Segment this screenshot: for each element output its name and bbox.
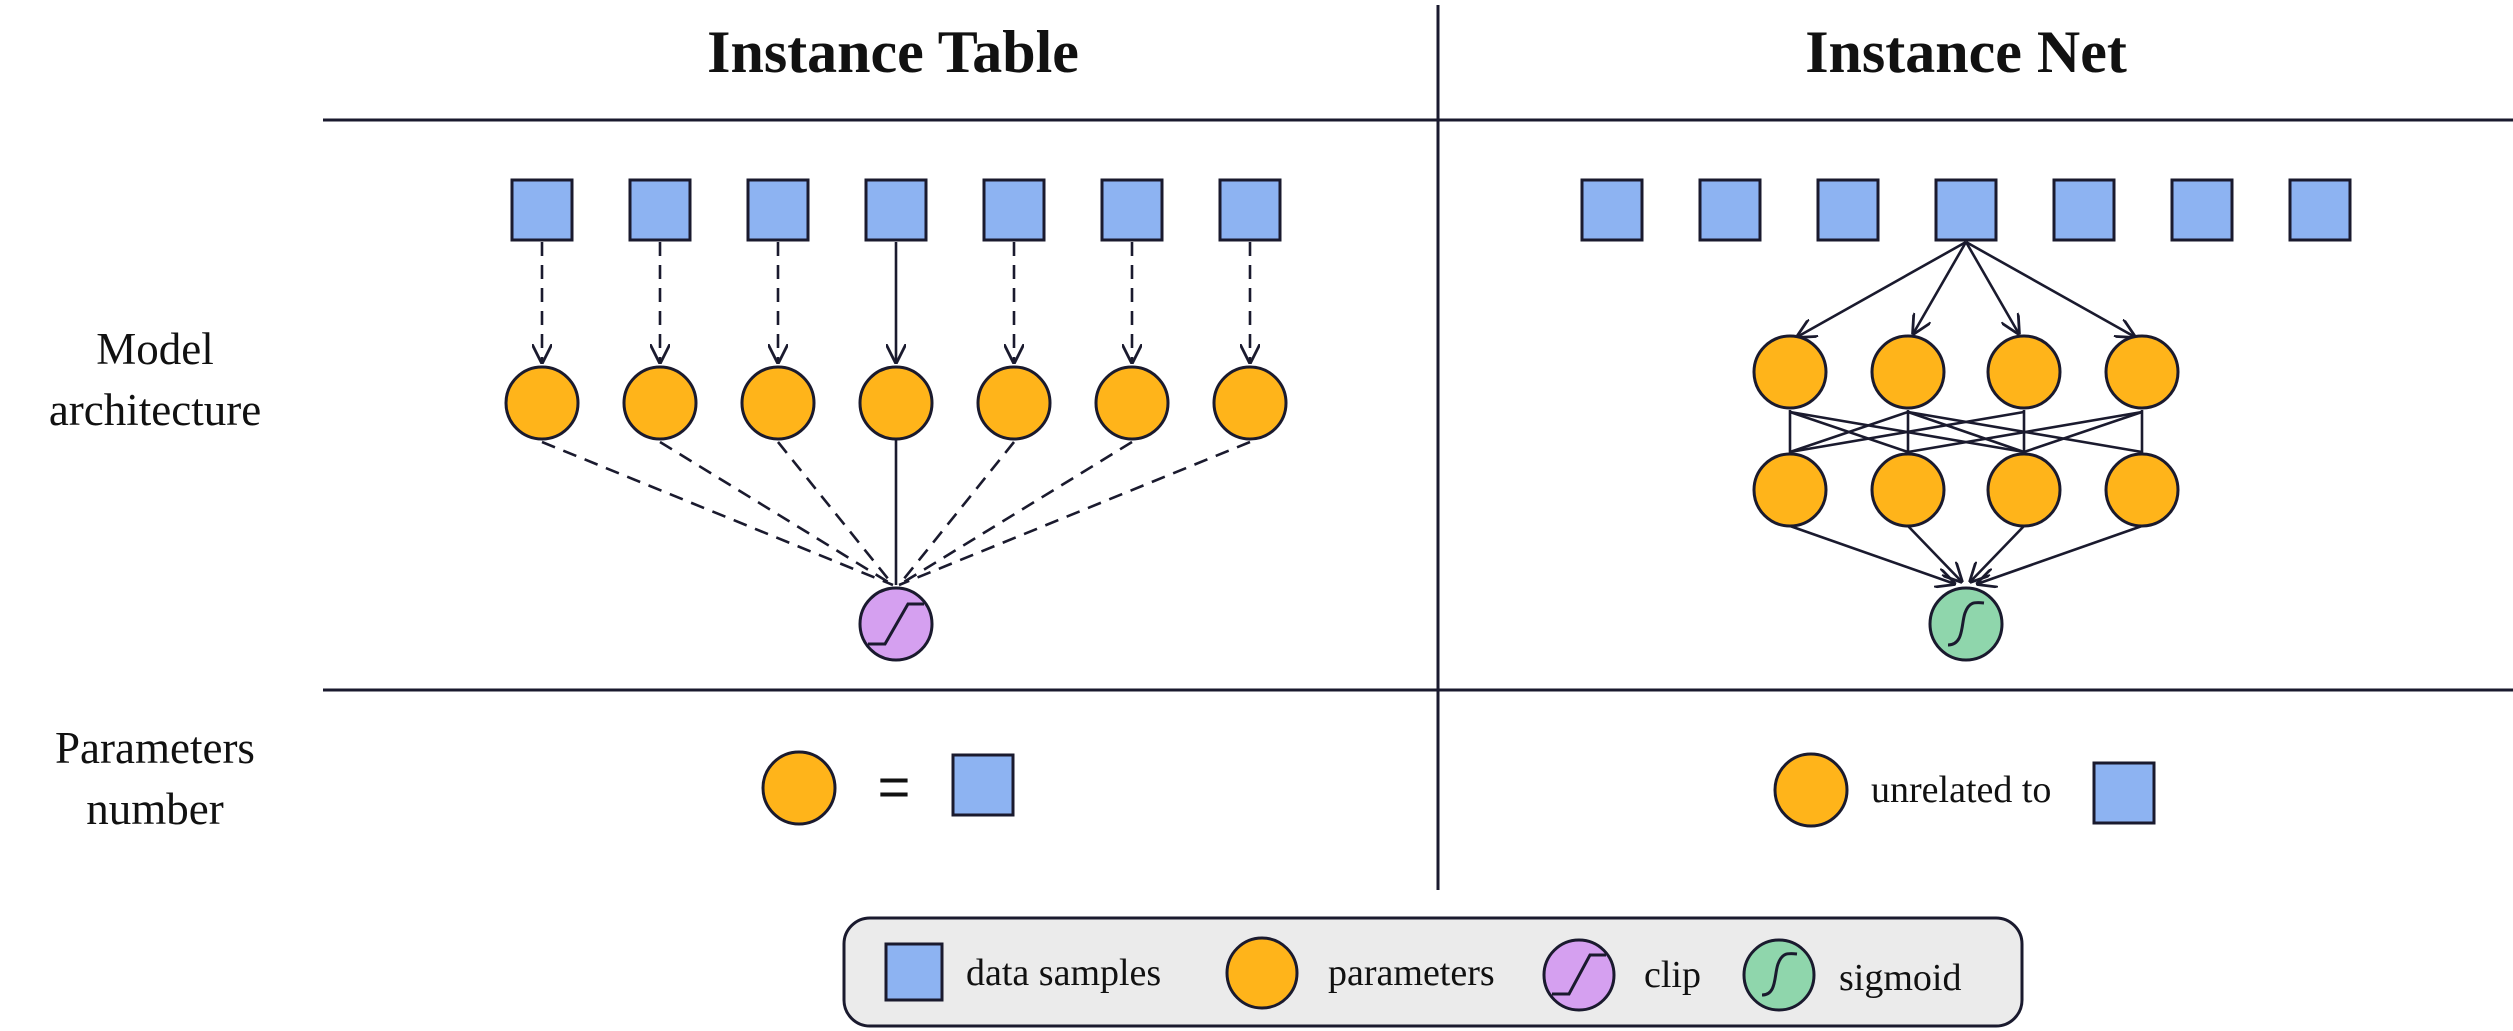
- arrow-solid: [1913, 241, 1968, 334]
- instance-table-data-samples: [510, 178, 1282, 242]
- data-sample-icon: [1218, 178, 1282, 242]
- row-label-parameters-line2: number: [86, 784, 223, 834]
- row-label-architecture-line1: Model: [96, 324, 214, 374]
- instance-net-parameter-count: unrelated to: [1773, 752, 2156, 828]
- edge-dashed: [541, 440, 894, 587]
- arrow-solid: [1797, 240, 1967, 337]
- data-sample-icon: [746, 178, 810, 242]
- header-instance-table: Instance Table: [707, 19, 1079, 85]
- legend-label-parameters: parameters: [1328, 952, 1495, 994]
- edge-dashed: [659, 440, 894, 587]
- parameter-icon: [1752, 334, 1828, 410]
- data-sample-icon: [884, 942, 944, 1002]
- parameter-icon: [1870, 334, 1946, 410]
- data-sample-icon: [1934, 178, 1998, 242]
- parameter-icon: [1094, 365, 1170, 441]
- data-sample-icon: [628, 178, 692, 242]
- data-sample-icon: [1580, 178, 1644, 242]
- parameter-icon: [1225, 936, 1299, 1010]
- data-sample-icon: [1816, 178, 1880, 242]
- parameter-icon: [504, 365, 580, 441]
- legend-label-sigmoid: sigmoid: [1839, 957, 1961, 999]
- sigmoid-icon: [1928, 586, 2004, 662]
- edge-dashed: [898, 440, 1251, 587]
- parameter-icon: [2104, 452, 2180, 528]
- arrow-solid: [1907, 525, 1962, 582]
- instance-table-architecture: [504, 178, 1288, 662]
- data-sample-icon: [982, 178, 1046, 242]
- instance-table-param-edges: [541, 440, 1251, 587]
- edge-dashed: [898, 440, 1133, 587]
- parameter-icon: [1870, 452, 1946, 528]
- parameter-icon: [1773, 752, 1849, 828]
- instance-net-data-samples: [1580, 178, 2352, 242]
- row-label-parameters-line1: Parameters: [55, 723, 255, 773]
- data-sample-icon: [1100, 178, 1164, 242]
- clip-icon: [858, 586, 934, 662]
- data-sample-icon: [951, 753, 1015, 817]
- edge-solid: [2023, 410, 2143, 454]
- edge-dashed: [776, 441, 895, 586]
- row-label-architecture-line2: architecture: [49, 385, 261, 435]
- sigmoid-icon: [1742, 938, 1816, 1012]
- edge-solid: [1789, 410, 1909, 454]
- legend-label-clip: clip: [1644, 954, 1701, 996]
- instance-net-edges: [1788, 240, 2144, 584]
- parameter-icon: [858, 365, 934, 441]
- data-sample-icon: [1698, 178, 1762, 242]
- parameter-icon: [1986, 452, 2062, 528]
- instance-net-architecture: [1580, 178, 2352, 662]
- instance-net-parameters: [1752, 334, 2180, 528]
- data-sample-icon: [2170, 178, 2234, 242]
- parameter-icon: [1752, 452, 1828, 528]
- arrow-solid: [1970, 525, 2025, 582]
- edge-solid: [1907, 410, 2025, 454]
- data-sample-icon: [510, 178, 574, 242]
- relation-equals: =: [878, 755, 911, 818]
- parameter-icon: [740, 365, 816, 441]
- instance-table-parameters: [504, 365, 1288, 441]
- data-sample-icon: [2052, 178, 2116, 242]
- arrow-solid: [1965, 240, 2135, 337]
- parameter-icon: [2104, 334, 2180, 410]
- parameter-icon: [1212, 365, 1288, 441]
- legend: data samples parameters clip sigmoid: [842, 916, 2024, 1028]
- edge-dashed: [897, 441, 1016, 586]
- row-label-architecture: Model architecture: [49, 324, 261, 435]
- row-label-parameters: Parameters number: [55, 723, 255, 834]
- data-sample-icon: [864, 178, 928, 242]
- instance-table-sample-arrows: [542, 242, 1250, 363]
- arrow-solid: [1789, 524, 1955, 584]
- clip-icon: [1542, 938, 1616, 1012]
- parameter-icon: [622, 365, 698, 441]
- legend-label-data-samples: data samples: [966, 952, 1161, 994]
- parameter-icon: [976, 365, 1052, 441]
- relation-unrelated: unrelated to: [1871, 769, 2051, 811]
- table-grid: [323, 5, 2513, 890]
- parameter-icon: [761, 750, 837, 826]
- data-sample-icon: [2092, 761, 2156, 825]
- arrow-solid: [1964, 241, 2019, 334]
- edge-solid: [1789, 410, 2025, 454]
- parameter-icon: [1986, 334, 2062, 410]
- header-instance-net: Instance Net: [1805, 19, 2127, 85]
- data-sample-icon: [2288, 178, 2352, 242]
- edge-solid: [1907, 410, 2143, 454]
- arrow-solid: [1977, 524, 2143, 584]
- legend-box: [842, 916, 2024, 1028]
- instance-table-parameter-count: =: [761, 750, 1015, 826]
